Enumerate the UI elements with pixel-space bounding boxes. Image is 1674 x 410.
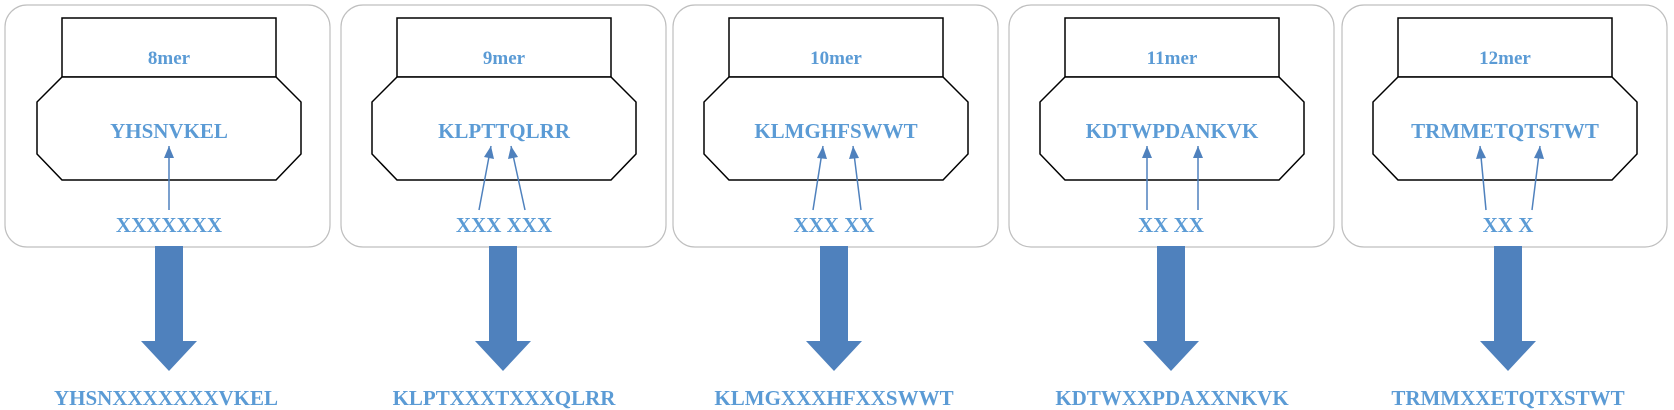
peptide-sequence: KDTWPDANKVK [1086,119,1259,143]
insertion-arrowhead [484,146,494,159]
peptide-sequence: KLMGHFSWWT [754,119,917,143]
header-box [728,17,944,78]
peptide-octagon [371,76,637,181]
panel-8mer: 8mer YHSNVKEL XXXXXXX YHSNXXXXXXXVKEL [4,4,331,410]
peptide-octagon [703,76,969,181]
peptide-octagon [1372,76,1638,181]
header-label: 8mer [148,48,191,69]
peptide-sequence: YHSNVKEL [110,119,228,143]
insertion-arrowhead [1142,146,1152,158]
peptide-octagon [1039,76,1305,181]
header-box [1064,17,1280,78]
header-label: 9mer [483,48,526,69]
header-box [61,17,277,78]
insertion-arrowhead [1193,146,1203,158]
panel-9mer: 9mer KLPTTQLRR XXX XXX KLPTXXXTXXXQLRR [340,4,667,410]
header-label: 11mer [1147,48,1198,69]
result-sequence: YHSNXXXXXXXVKEL [54,386,278,410]
insertion-arrowhead [817,146,827,159]
result-sequence: KDTWXXPDAXXNKVK [1055,386,1289,410]
insertion-arrowhead [1534,146,1544,159]
header-label: 12mer [1479,48,1531,69]
down-arrow [1143,246,1199,371]
down-arrow [806,246,862,371]
header-box [1397,17,1613,78]
result-sequence: TRMMXXETQTXSTWT [1391,386,1624,410]
result-sequence: KLPTXXXTXXXQLRR [393,386,617,410]
down-arrow [1480,246,1536,371]
insertion-residues: XXX XX [793,213,874,237]
down-arrow [141,246,197,371]
panel-11mer: 11mer KDTWPDANKVK XX XX KDTWXXPDAXXNKVK [1008,4,1335,410]
peptide-sequence: TRMMETQTSTWT [1411,119,1599,143]
header-box [396,17,612,78]
header-label: 10mer [810,48,862,69]
down-arrow [475,246,531,371]
insertion-residues: XX X [1483,213,1534,237]
insertion-arrowhead [164,146,174,158]
peptide-sequence: KLPTTQLRR [438,119,571,143]
panel-10mer: 10mer KLMGHFSWWT XXX XX KLMGXXXHFXXSWWT [672,4,999,410]
result-sequence: KLMGXXXHFXXSWWT [714,386,953,410]
insertion-residues: XXXXXXX [116,213,222,237]
insertion-arrowhead [1476,146,1486,159]
insertion-arrowhead [849,146,859,159]
insertion-residues: XXX XXX [456,213,552,237]
peptide-octagon [36,76,302,181]
insertion-arrowhead [508,146,518,159]
panel-12mer: 12mer TRMMETQTSTWT XX X TRMMXXETQTXSTWT [1341,4,1668,410]
insertion-residues: XX XX [1138,213,1204,237]
